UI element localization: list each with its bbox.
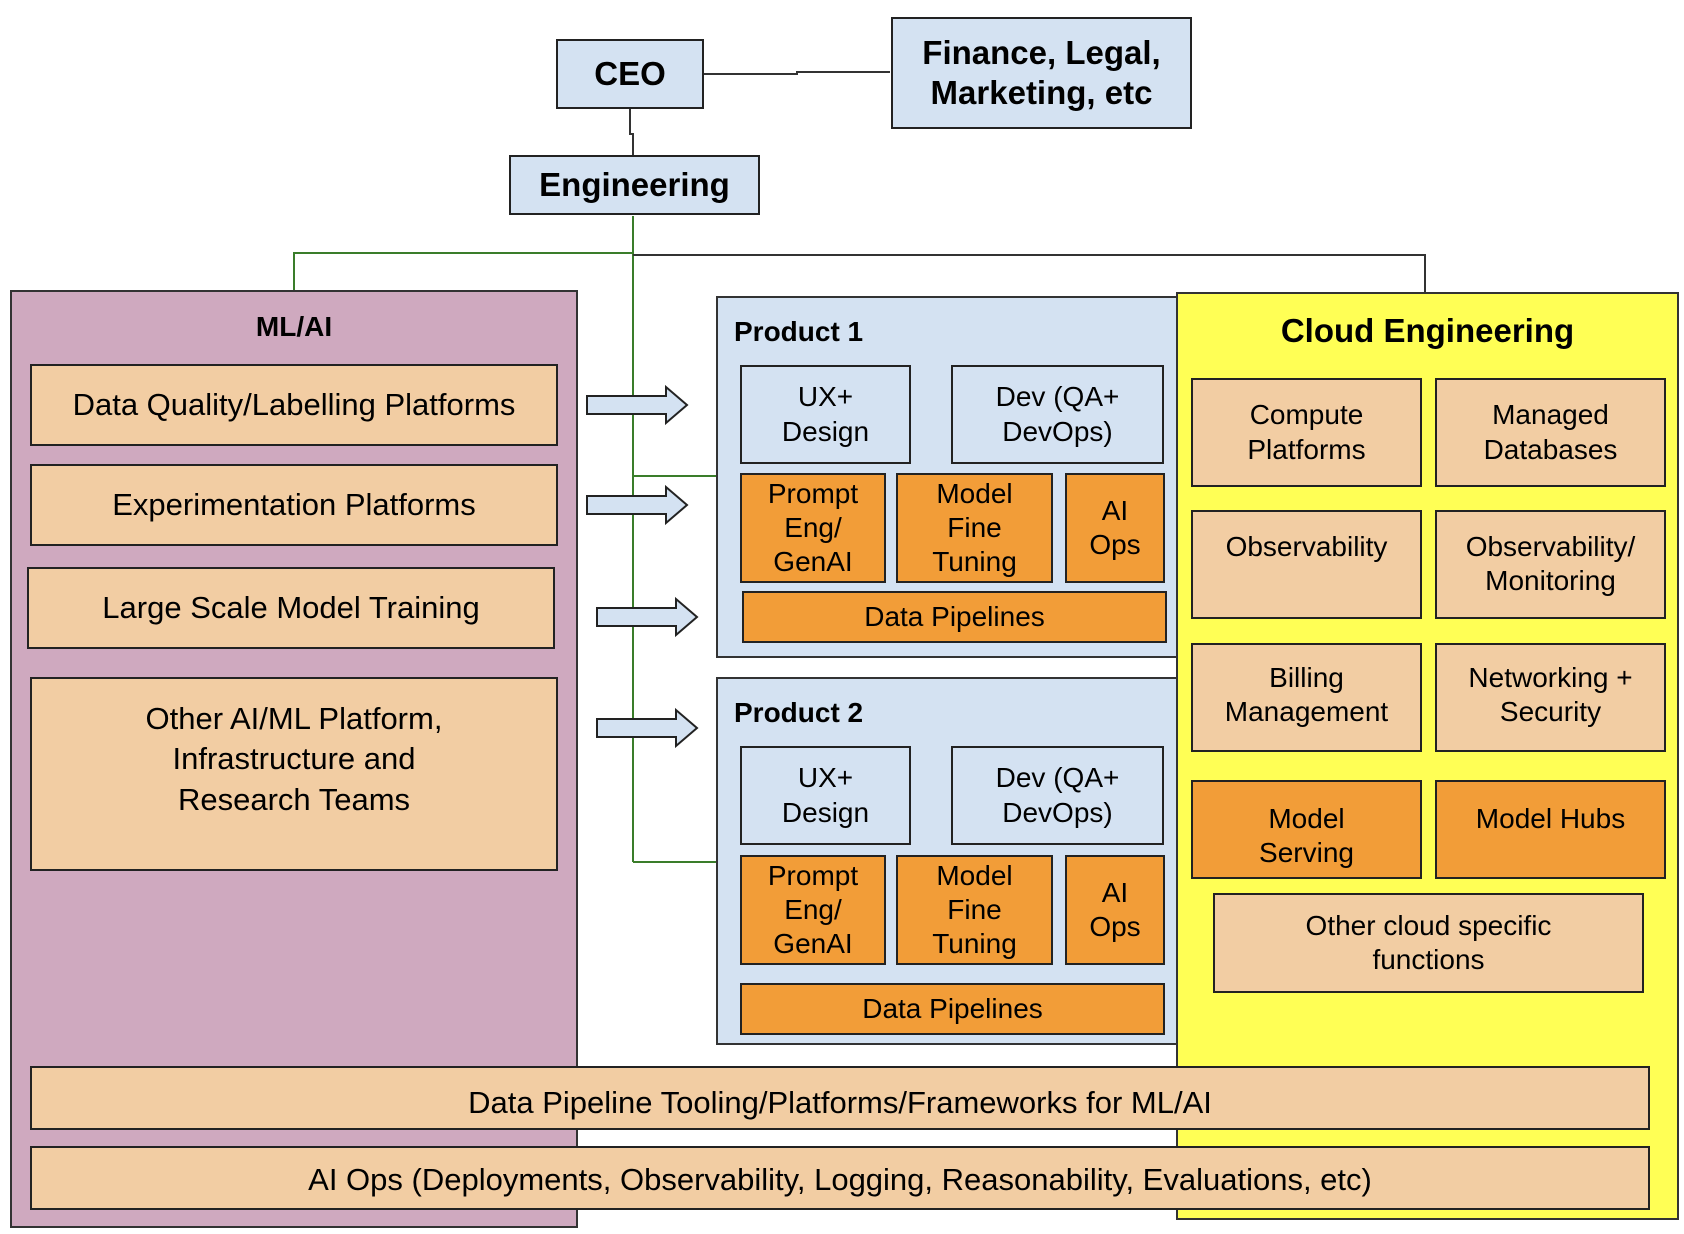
mlai-item-experimentation: Experimentation Platforms (30, 464, 558, 546)
product2-data-pipelines: Data Pipelines (740, 983, 1165, 1035)
product2-title: Product 2 (734, 697, 864, 728)
mlai-item-label: Data Quality/Labelling Platforms (72, 387, 516, 423)
finance-label: Finance, Legal, Marketing, etc (922, 33, 1161, 111)
cloud-item-other-functions: Other cloud specific functions (1213, 893, 1644, 993)
ai-ops-label: AI Ops (Deployments, Observability, Logg… (308, 1162, 1372, 1198)
product2-dev-label: Dev (QA+ DevOps) (995, 762, 1120, 828)
cloud-item-label: Other cloud specific functions (1305, 909, 1552, 975)
engineering-box: Engineering (509, 155, 760, 215)
cloud-engineering-title: Cloud Engineering (1280, 312, 1575, 349)
cloud-item-label: Observability (1225, 531, 1388, 562)
product2-ux-design: UX+ Design (740, 746, 911, 845)
cloud-item-compute-platforms: Compute Platforms (1191, 378, 1422, 487)
product2-prompt-label: Prompt Eng/ GenAI (767, 859, 859, 960)
cloud-item-label: Model Hubs (1475, 803, 1626, 834)
mlai-item-label: Experimentation Platforms (112, 487, 476, 523)
product1-title: Product 1 (734, 316, 864, 347)
product2-model-fine-tuning: Model Fine Tuning (896, 855, 1053, 965)
ceo-box: CEO (556, 39, 704, 109)
product1-aiops-label: AI Ops (1089, 494, 1141, 560)
product1-dev-label: Dev (QA+ DevOps) (995, 381, 1120, 447)
product2-ai-ops: AI Ops (1065, 855, 1165, 965)
finance-legal-marketing-box: Finance, Legal, Marketing, etc (891, 17, 1192, 129)
product1-pipelines-label: Data Pipelines (864, 600, 1045, 632)
ai-ops-bar: AI Ops (Deployments, Observability, Logg… (30, 1146, 1650, 1210)
mlai-branch-line (293, 252, 633, 290)
product1-finetune-label: Model Fine Tuning (932, 477, 1017, 578)
product1-ux-design: UX+ Design (740, 365, 911, 464)
product2-prompt-eng: Prompt Eng/ GenAI (740, 855, 886, 965)
cloud-branch-line (633, 254, 1426, 292)
mlai-title: ML/AI (255, 311, 333, 342)
mlai-item-model-training: Large Scale Model Training (27, 567, 555, 649)
engineering-label: Engineering (539, 165, 730, 203)
cloud-item-networking-security: Networking + Security (1435, 643, 1666, 752)
mlai-item-label: Other AI/ML Platform, Infrastructure and… (145, 701, 443, 817)
product2-ux-label: UX+ Design (781, 762, 870, 828)
cloud-item-label: Compute Platforms (1247, 399, 1366, 465)
cloud-item-label: Model Serving (1259, 803, 1354, 869)
mlai-item-other-teams: Other AI/ML Platform, Infrastructure and… (30, 677, 558, 871)
ceo-finance-connector (703, 71, 890, 75)
data-pipeline-tooling-bar: Data Pipeline Tooling/Platforms/Framewor… (30, 1066, 1650, 1130)
product2-aiops-label: AI Ops (1089, 876, 1141, 942)
product1-model-fine-tuning: Model Fine Tuning (896, 473, 1053, 583)
cloud-item-managed-databases: Managed Databases (1435, 378, 1666, 487)
product2-pipelines-label: Data Pipelines (862, 992, 1043, 1024)
product1-prompt-eng: Prompt Eng/ GenAI (740, 473, 886, 583)
cloud-item-billing-management: Billing Management (1191, 643, 1422, 752)
cloud-item-model-hubs: Model Hubs (1435, 780, 1666, 879)
product1-ai-ops: AI Ops (1065, 473, 1165, 583)
product2-finetune-label: Model Fine Tuning (932, 859, 1017, 960)
ceo-engineering-connector (629, 108, 634, 157)
cloud-item-label: Managed Databases (1483, 399, 1618, 465)
cloud-item-label: Billing Management (1224, 662, 1389, 728)
cloud-item-observability-monitoring: Observability/ Monitoring (1435, 510, 1666, 619)
mlai-item-data-quality: Data Quality/Labelling Platforms (30, 364, 558, 446)
ceo-label: CEO (594, 54, 666, 92)
product1-dev-qa-devops: Dev (QA+ DevOps) (951, 365, 1164, 464)
mlai-item-label: Large Scale Model Training (102, 590, 480, 626)
cloud-item-observability: Observability (1191, 510, 1422, 619)
cloud-item-model-serving: Model Serving (1191, 780, 1422, 879)
cloud-item-label: Networking + Security (1468, 662, 1633, 728)
cloud-item-label: Observability/ Monitoring (1465, 531, 1636, 597)
data-pipeline-tooling-label: Data Pipeline Tooling/Platforms/Framewor… (468, 1085, 1212, 1121)
product2-dev-qa-devops: Dev (QA+ DevOps) (951, 746, 1164, 845)
product1-prompt-label: Prompt Eng/ GenAI (767, 477, 859, 578)
product1-data-pipelines: Data Pipelines (742, 591, 1167, 643)
product1-ux-label: UX+ Design (781, 381, 870, 447)
